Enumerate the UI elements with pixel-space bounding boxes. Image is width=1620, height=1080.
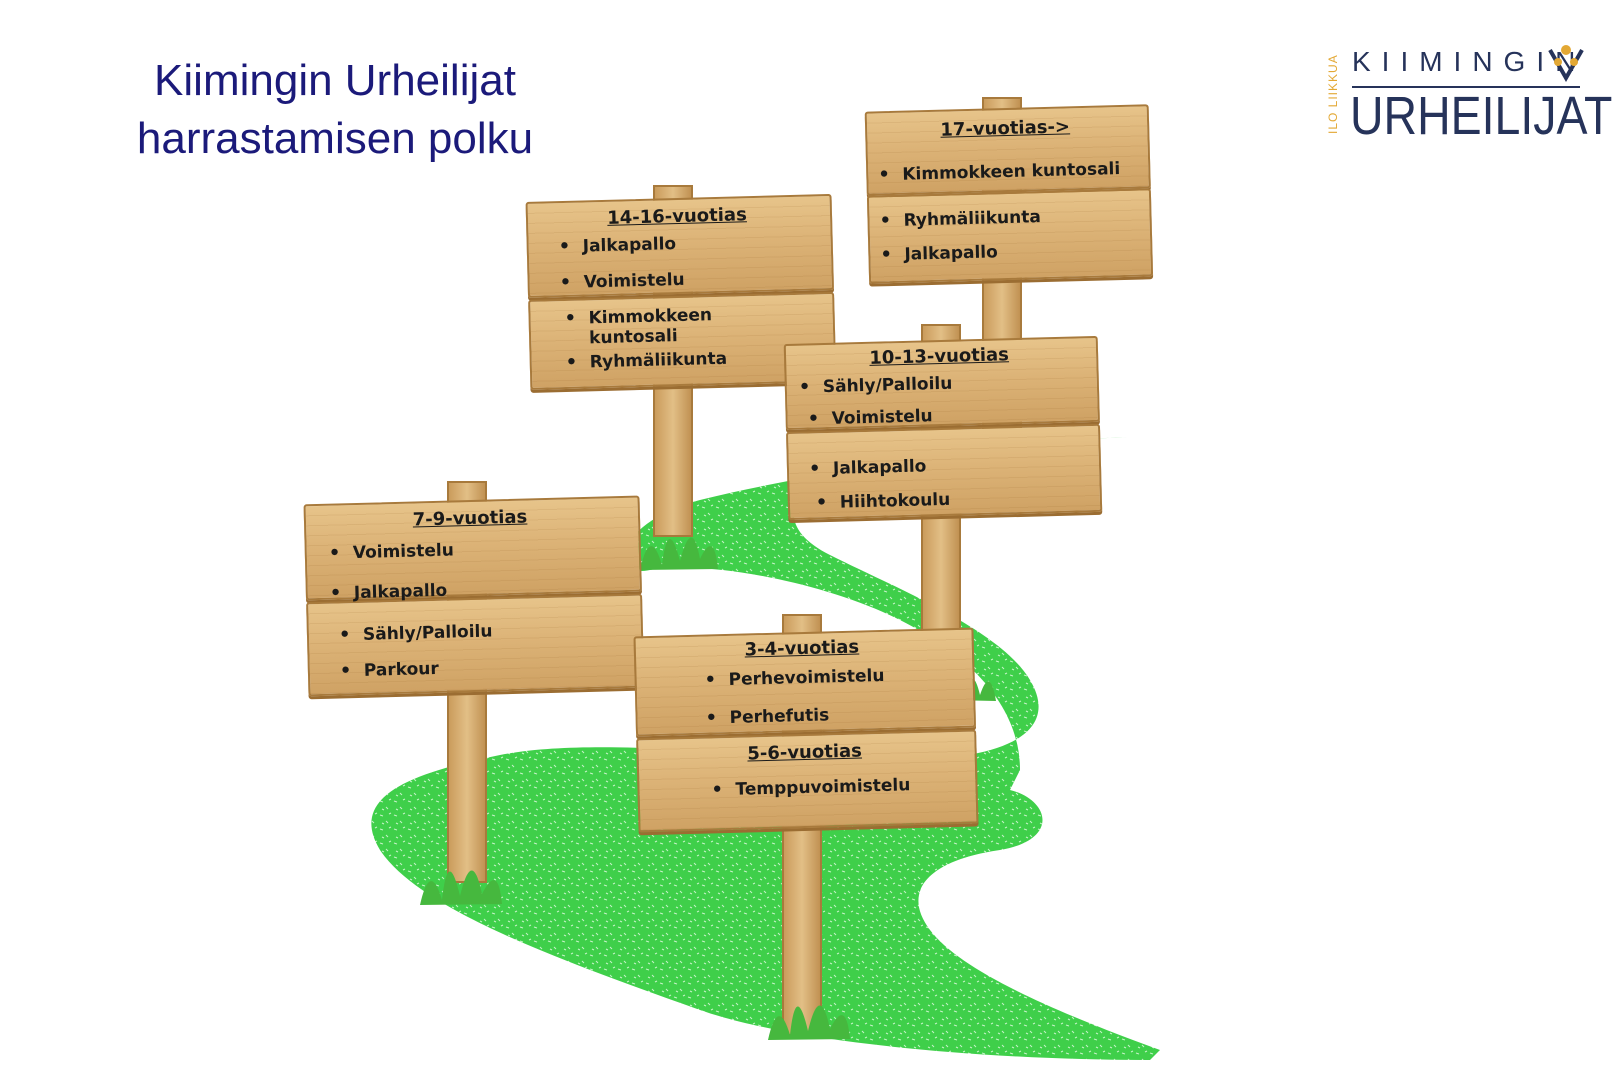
- title-line-2: harrastamisen polku: [136, 114, 534, 163]
- sign-item: Kimmokkeen kuntosali: [588, 305, 729, 348]
- sign-board-bottom: [306, 593, 645, 697]
- sign-7-9: 7-9-vuotias Voimistelu Jalkapallo Sähly/…: [303, 495, 645, 697]
- sign-item: Voimistelu: [353, 540, 454, 563]
- sign-10-13: 10-13-vuotias Sähly/Palloilu Voimistelu …: [783, 335, 1103, 522]
- title-line-1: Kiimingin Urheilijat: [154, 56, 516, 105]
- sign-item: Ryhmäliikunta: [903, 207, 1041, 231]
- sign-17-plus: 17-vuotias-> Kimmokkeen kuntosali Ryhmäl…: [864, 104, 1154, 291]
- sign-item: Perhefutis: [729, 705, 829, 728]
- sign-item: Jalkapallo: [833, 456, 927, 478]
- club-logo: ILO LIIKKUA KIIMINGIN URHEILIJAT: [1326, 40, 1612, 150]
- sign-item: Voimistelu: [583, 270, 684, 293]
- sign-item: Parkour: [364, 659, 439, 681]
- logo-divider: [1352, 86, 1580, 88]
- sign-item: Jalkapallo: [582, 234, 676, 256]
- logo-bottom-text: URHEILIJAT: [1350, 86, 1613, 146]
- sign-item: Sähly/Palloilu: [363, 621, 493, 644]
- sign-item: Sähly/Palloilu: [823, 374, 953, 397]
- green-path: [371, 437, 1160, 1060]
- logo-emblem-icon: [1548, 45, 1584, 82]
- sign-item: Voimistelu: [831, 406, 932, 429]
- sign-3-6: 3-4-vuotias Perhevoimistelu Perhefutis 5…: [633, 627, 979, 833]
- sign-board-bottom: [866, 188, 1154, 284]
- sign-item: Ryhmäliikunta: [590, 349, 728, 373]
- sign-item: Jalkapallo: [354, 581, 448, 603]
- sign-item: Jalkapallo: [904, 242, 998, 264]
- sign-item: Hiihtokoulu: [840, 490, 951, 513]
- logo-top-text: KIIMINGIN: [1352, 46, 1587, 77]
- sign-item: Perhevoimistelu: [728, 666, 884, 690]
- page-title: Kiimingin Urheilijat harrastamisen polku: [100, 52, 570, 168]
